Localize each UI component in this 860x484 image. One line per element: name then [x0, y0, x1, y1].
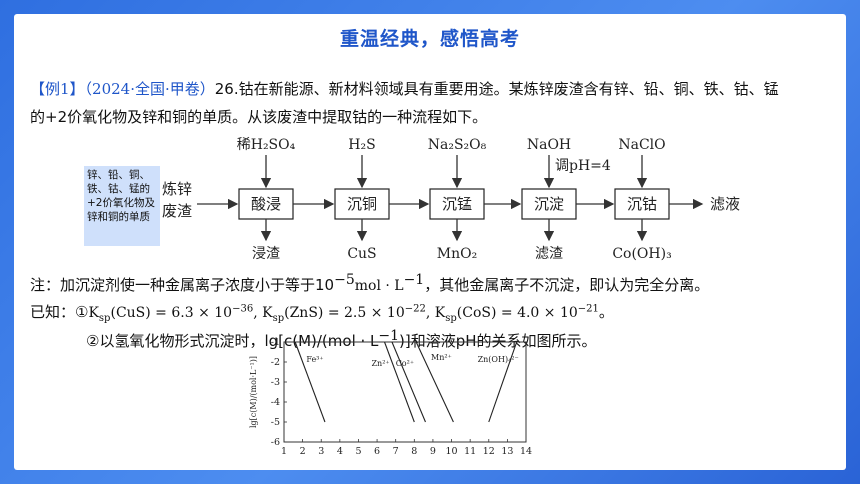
y-tick-label: -2: [271, 357, 280, 368]
series-line: [415, 341, 454, 423]
y-tick-label: -4: [271, 397, 280, 408]
x-tick-label: 2: [300, 446, 306, 457]
ksp-item-0: Ksp(CuS) = 6.3 × 10−36,: [88, 303, 263, 324]
series-label: Mn²⁺: [431, 353, 452, 362]
y-tick-label: -3: [271, 377, 280, 388]
hydroxide-exp: −1: [378, 328, 400, 344]
series-label: Fe³⁺: [306, 355, 323, 364]
ksp-item-1: Ksp(ZnS) = 2.5 × 10−22,: [262, 303, 435, 324]
example-line-1: 【例1】（2024·全国·甲卷）26.钴在新能源、新材料领域具有重要用途。某炼锌…: [30, 76, 779, 102]
example-line-2: 的+2价氧化物及锌和铜的单质。从该废渣中提取钴的一种流程如下。: [30, 108, 488, 126]
series-line: [488, 341, 518, 423]
x-tick-label: 4: [337, 446, 343, 457]
x-tick-label: 10: [445, 446, 457, 457]
x-tick-label: 5: [355, 446, 361, 457]
x-tick-label: 11: [464, 446, 476, 457]
hydroxide-note: ②以氢氧化物形式沉淀时，lg[c(M)/(mol · L−1)]和溶液pH的关系…: [86, 328, 597, 354]
note-unit-exp: −1: [403, 272, 425, 288]
y-tick-label: -6: [271, 437, 280, 448]
y-tick-label: -1: [271, 337, 280, 348]
x-tick-label: 1: [281, 446, 287, 457]
example-tag: 【例1】: [30, 80, 85, 98]
series-line: [391, 341, 426, 423]
note-exp: −5: [334, 272, 355, 288]
y-axis-label: lg[c(M)/(mol·L⁻¹)]: [249, 356, 258, 428]
hydroxide-suffix: )]和溶液pH的关系如图所示。: [399, 332, 597, 350]
known-label: 已知：①: [30, 303, 89, 321]
series-line: [294, 341, 326, 423]
x-tick-label: 8: [411, 446, 417, 457]
series-label: Zn(OH)₄²⁻: [478, 355, 519, 364]
x-tick-label: 12: [483, 446, 495, 457]
x-tick-label: 13: [501, 446, 513, 457]
separation-note: 注：加沉淀剂使一种金属离子浓度小于等于10−5mol · L−1，其他金属离子不…: [30, 272, 709, 299]
y-tick-label: -5: [271, 417, 280, 428]
x-tick-label: 6: [374, 446, 380, 457]
example-source: （2024·全国·甲卷）: [84, 80, 215, 98]
series-label: Zn²⁺: [371, 359, 389, 368]
note-suffix: ，其他金属离子不沉淀，即认为完全分离。: [424, 276, 710, 294]
slide-title: 重温经典，感悟高考: [339, 28, 520, 50]
known-ksp: 已知：①Ksp(CuS) = 6.3 × 10−36, Ksp(ZnS) = 2…: [30, 299, 614, 326]
raw-material-note: 锌、铅、铜、铁、钴、锰的+2价氧化物及锌和铜的单质: [84, 166, 160, 246]
x-tick-label: 3: [318, 446, 324, 457]
note-prefix: 注：加沉淀剂使一种金属离子浓度小于等于10: [30, 276, 335, 294]
ksp-item-2: Ksp(CoS) = 4.0 × 10−21: [434, 303, 599, 324]
x-tick-label: 9: [430, 446, 436, 457]
known-end: 。: [598, 303, 614, 321]
hydroxide-prefix: ②以氢氧化物形式沉淀时，lg[c(M)/(mol · L: [86, 332, 379, 350]
chart-frame: [283, 341, 527, 443]
note-unit: mol · L: [354, 278, 404, 294]
series-line: [384, 341, 415, 423]
x-tick-label: 7: [393, 446, 399, 457]
x-tick-label: 14: [520, 446, 532, 457]
series-label: Co²⁺: [396, 359, 414, 368]
example-text-1: 26.钴在新能源、新材料领域具有重要用途。某炼锌废渣含有锌、铅、铜、铁、钴、锰: [214, 80, 779, 98]
